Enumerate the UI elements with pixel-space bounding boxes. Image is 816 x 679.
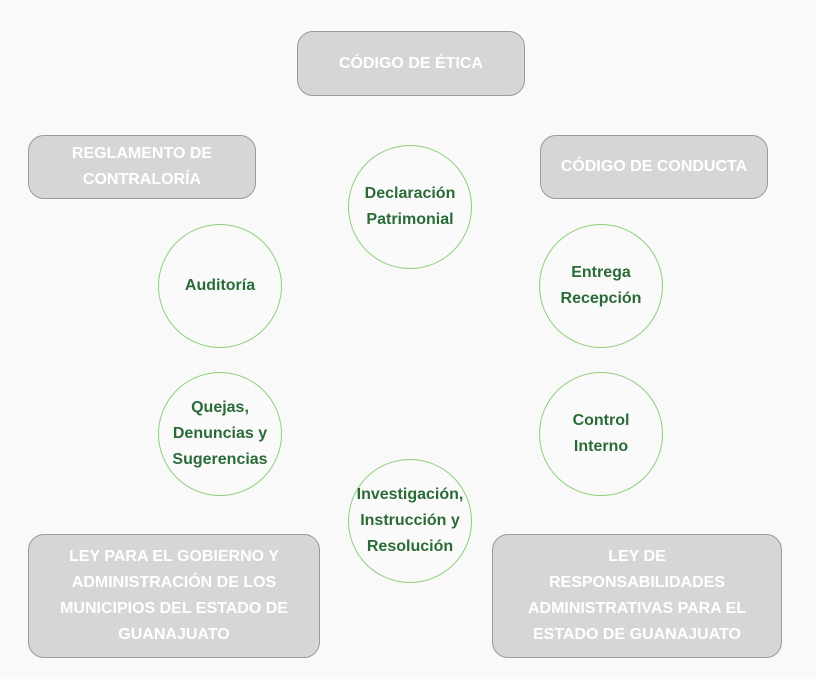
auditoria-circle: Auditoría xyxy=(158,224,282,348)
declaracion-patrimonial-circle: Declaración Patrimonial xyxy=(348,145,472,269)
codigo-conducta-box: CÓDIGO DE CONDUCTA xyxy=(540,135,768,199)
investigacion-circle: Investigación, Instrucción y Resolución xyxy=(348,459,472,583)
control-interno-circle: Control Interno xyxy=(539,372,663,496)
codigo-etica-box: CÓDIGO DE ÉTICA xyxy=(297,31,525,96)
reglamento-contraloria-box: REGLAMENTO DE CONTRALORÍA xyxy=(28,135,256,199)
entrega-recepcion-circle: Entrega Recepción xyxy=(539,224,663,348)
ley-responsabilidades-box: LEY DE RESPONSABILIDADES ADMINISTRATIVAS… xyxy=(492,534,782,658)
quejas-denuncias-circle: Quejas, Denuncias y Sugerencias xyxy=(158,372,282,496)
ley-gobierno-box: LEY PARA EL GOBIERNO Y ADMINISTRACIÓN DE… xyxy=(28,534,320,658)
